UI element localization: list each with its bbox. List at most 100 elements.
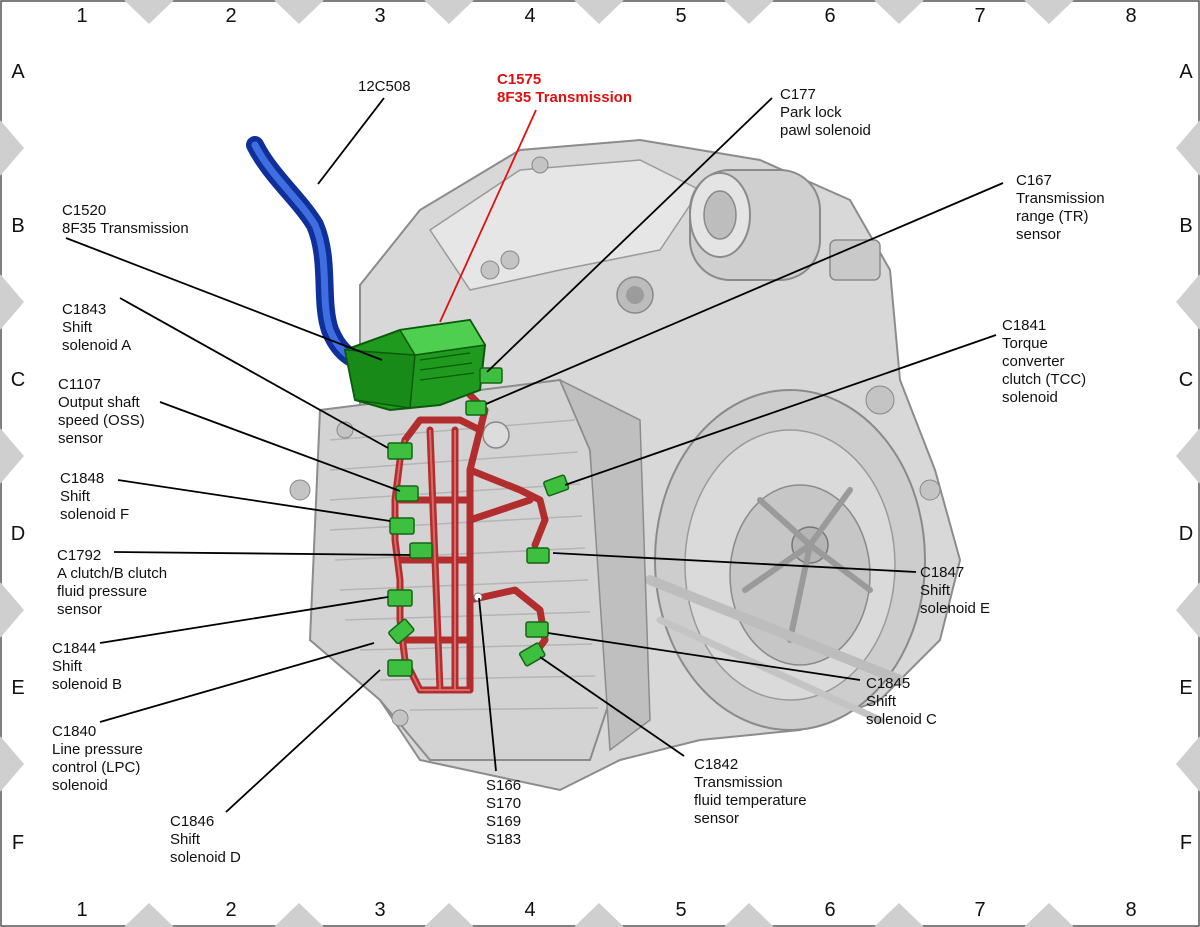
- callout-c1841-line-2: Torque: [1002, 335, 1048, 352]
- callout-c1841-line-5: solenoid: [1002, 389, 1058, 406]
- callout-c1848-line-1: C1848: [60, 470, 104, 487]
- callout-splices-line-4: S183: [486, 831, 521, 848]
- leader-12c508: [317, 97, 385, 185]
- grid-column-label-top-5: 5: [675, 5, 686, 27]
- leader-c1843: [119, 297, 389, 449]
- callout-c1842-line-4: sensor: [694, 810, 739, 827]
- callout-c1840-line-1: C1840: [52, 723, 96, 740]
- cable-12c508: [246, 136, 374, 371]
- grid-column-label-top-1: 1: [76, 5, 87, 27]
- valve-body-cover: [308, 378, 612, 761]
- leader-lines: [65, 97, 1004, 813]
- callout-c1575-line-1: C1575: [497, 71, 541, 88]
- callout-splices-line-1: S166: [486, 777, 521, 794]
- callout-c1846-line-2: Shift: [170, 831, 201, 848]
- grid-column-label-bottom-2: 2: [225, 899, 236, 921]
- leader-c1792: [113, 551, 411, 556]
- grid-row-label-left-b: B: [11, 215, 24, 237]
- grid-row-label-left-f: F: [12, 832, 24, 854]
- callout-c1840-line-2: Line pressure: [52, 741, 143, 758]
- leader-c1846: [225, 669, 381, 813]
- callout-c1842-line-2: Transmission: [694, 774, 783, 791]
- grid-row-label-left-c: C: [11, 369, 25, 391]
- leader-c1847: [552, 552, 917, 573]
- callout-c167-line-1: C167: [1016, 172, 1052, 189]
- callout-c1848-line-3: solenoid F: [60, 506, 129, 523]
- callout-c1107-line-1: C1107: [58, 376, 101, 393]
- callout-c177-line-1: C177: [780, 86, 816, 103]
- callout-c1842-line-3: fluid temperature: [694, 792, 807, 809]
- leader-c1848: [117, 479, 391, 522]
- callout-c1792-line-4: sensor: [57, 601, 102, 618]
- callout-12c508: 12C508: [358, 78, 411, 95]
- callout-c1845-line-2: Shift: [866, 693, 897, 710]
- leader-c1845: [547, 632, 861, 681]
- callout-c1844-line-2: Shift: [52, 658, 83, 675]
- callout-c1107-line-2: Output shaft: [58, 394, 141, 411]
- leader-c177: [486, 97, 773, 373]
- leader-c1107: [159, 401, 401, 492]
- grid-column-label-bottom-8: 8: [1125, 899, 1136, 921]
- grid-row-label-right-d: D: [1179, 523, 1193, 545]
- callout-c1844-line-1: C1844: [52, 640, 96, 657]
- grid-row-label-left-e: E: [11, 677, 24, 699]
- grid-column-label-bottom-6: 6: [824, 899, 835, 921]
- grid-row-label-right-e: E: [1179, 677, 1192, 699]
- leader-c1844: [99, 596, 389, 644]
- grid-column-label-bottom-7: 7: [974, 899, 985, 921]
- callout-c1841-line-4: clutch (TCC): [1002, 371, 1086, 388]
- callout-c1840-line-3: control (LPC): [52, 759, 140, 776]
- callout-splices-line-2: S170: [486, 795, 521, 812]
- callout-c1844-line-3: solenoid B: [52, 676, 122, 693]
- callout-c1107-line-3: speed (OSS): [58, 412, 145, 429]
- grid-column-label-top-8: 8: [1125, 5, 1136, 27]
- callout-c1843-line-1: C1843: [62, 301, 106, 318]
- grid-column-label-top-6: 6: [824, 5, 835, 27]
- callout-c1847-line-2: Shift: [920, 582, 951, 599]
- callout-c1843-line-3: solenoid A: [62, 337, 131, 354]
- grid-column-label-top-7: 7: [974, 5, 985, 27]
- main-connector-c1520: [343, 318, 487, 412]
- leader-c167: [485, 182, 1004, 405]
- callout-c1841-line-3: converter: [1002, 353, 1065, 370]
- callout-c1842-line-1: C1842: [694, 756, 738, 773]
- grid-row-label-right-a: A: [1179, 61, 1193, 83]
- callout-c167-line-2: Transmission: [1016, 190, 1105, 207]
- callout-c1520-line-1: C1520: [62, 202, 106, 219]
- grid-row-label-right-f: F: [1180, 832, 1192, 854]
- grid-column-label-top-4: 4: [524, 5, 535, 27]
- callout-c1843-line-2: Shift: [62, 319, 93, 336]
- callout-c1575-line-2: 8F35 Transmission: [497, 89, 632, 106]
- callout-c1107-line-4: sensor: [58, 430, 103, 447]
- callout-c167-line-4: sensor: [1016, 226, 1061, 243]
- callout-c1848-line-2: Shift: [60, 488, 91, 505]
- callout-c1792-line-3: fluid pressure: [57, 583, 147, 600]
- callout-c1847-line-1: C1847: [920, 564, 964, 581]
- callout-c1841-line-1: C1841: [1002, 317, 1046, 334]
- callout-c1845-line-1: C1845: [866, 675, 910, 692]
- leader-c1520: [65, 237, 383, 361]
- callout-c1845-line-3: solenoid C: [866, 711, 937, 728]
- callout-c1840-line-4: solenoid: [52, 777, 108, 794]
- grid-row-label-left-d: D: [11, 523, 25, 545]
- callout-c177-line-3: pawl solenoid: [780, 122, 871, 139]
- grid-row-label-right-c: C: [1179, 369, 1193, 391]
- leader-c1840: [99, 642, 375, 723]
- callout-c1792-line-2: A clutch/B clutch: [57, 565, 167, 582]
- callout-c167-line-3: range (TR): [1016, 208, 1089, 225]
